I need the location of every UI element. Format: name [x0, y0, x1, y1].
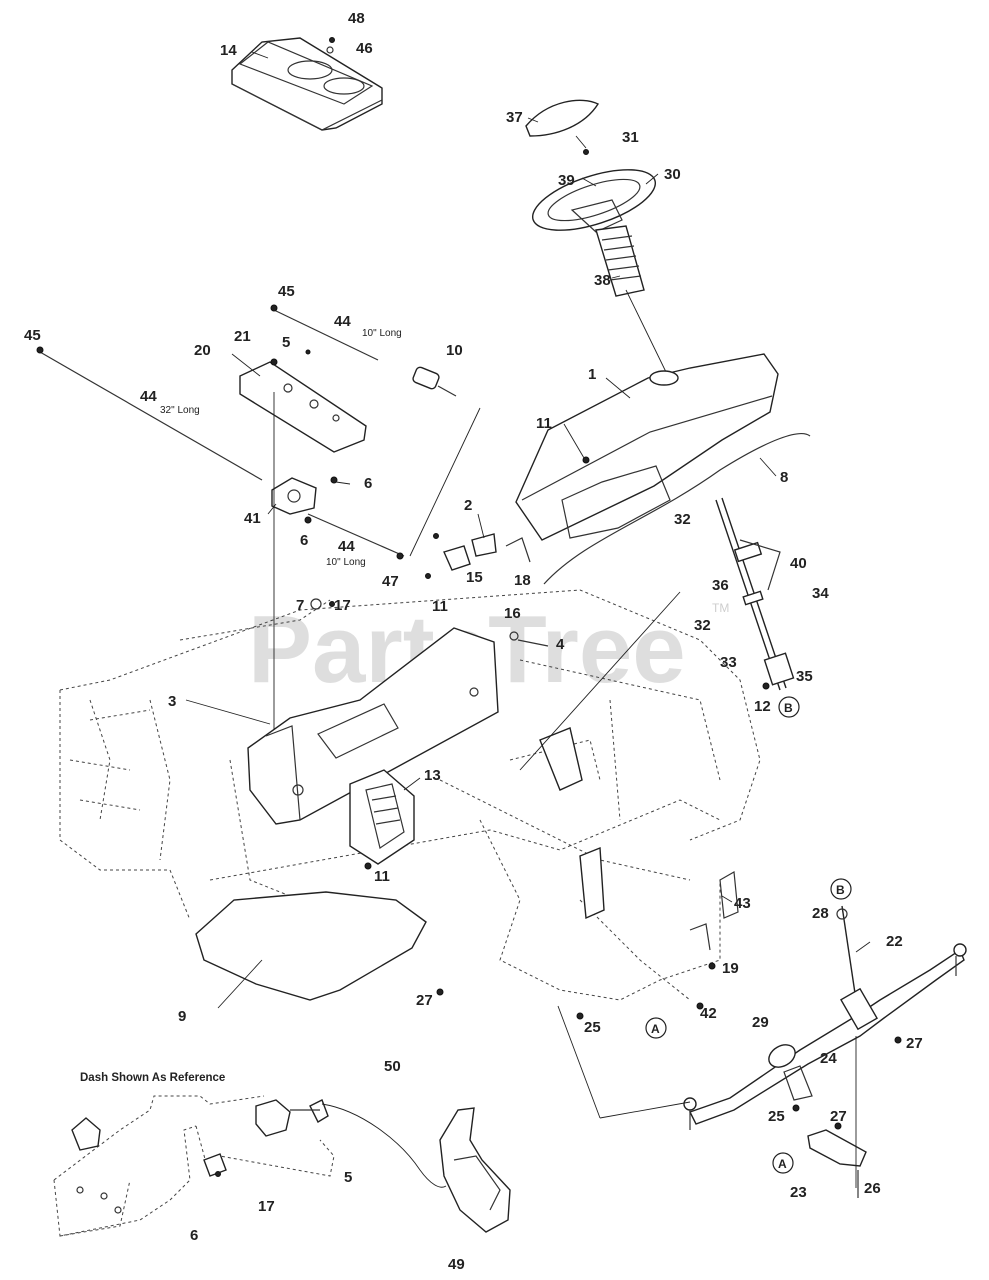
callout-39: 39 [558, 172, 575, 189]
callout-44-lower: 44 [338, 538, 355, 555]
callout-25-frame: 25 [584, 1019, 601, 1036]
ref-a-mount: A [778, 1157, 787, 1171]
callout-36: 36 [712, 577, 729, 594]
ref-b-rack: B [836, 883, 845, 897]
callout-27-mount: 27 [830, 1108, 847, 1125]
callout-24: 24 [820, 1050, 837, 1067]
callout-22: 22 [886, 933, 903, 950]
callout-12: 12 [754, 698, 771, 715]
callout-8: 8 [780, 469, 788, 486]
callout-17-inset: 17 [258, 1198, 275, 1215]
dash-panel [515, 353, 811, 585]
callout-2: 2 [464, 497, 472, 514]
callout-9: 9 [178, 1008, 186, 1025]
callout-11-dash: 11 [536, 415, 552, 432]
callout-11-bracket: 11 [432, 598, 448, 615]
inset-caption: Dash Shown As Reference [80, 1072, 225, 1084]
callout-37: 37 [506, 109, 523, 126]
callout-47: 47 [382, 573, 399, 590]
callout-1: 1 [588, 366, 596, 383]
bracket-parts [425, 533, 531, 579]
callout-25-rack: 25 [768, 1108, 785, 1125]
callout-30: 30 [664, 166, 681, 183]
callout-42: 42 [700, 1005, 717, 1022]
callout-6-upper: 6 [364, 475, 372, 492]
dash-cover [247, 627, 499, 825]
callout-40: 40 [790, 555, 807, 572]
callout-labels: 48 46 14 37 31 39 30 38 45 44 45 21 5 10… [24, 10, 923, 1273]
rods [36, 304, 405, 557]
callout-29: 29 [752, 1014, 769, 1031]
callout-43: 43 [734, 895, 751, 912]
callout-18: 18 [514, 572, 531, 589]
callout-32-upper: 32 [674, 511, 691, 528]
switch [271, 477, 317, 515]
callout-14: 14 [220, 42, 237, 59]
callout-46: 46 [356, 40, 373, 57]
callout-20: 20 [194, 342, 211, 359]
callout-49: 49 [448, 1256, 465, 1273]
callout-5-top: 5 [282, 334, 290, 351]
rod-length-note-upper: 10" Long [362, 328, 402, 339]
steering-wheel [531, 169, 657, 233]
ref-b-column: B [784, 701, 793, 715]
callout-16: 16 [504, 605, 521, 622]
callout-21: 21 [234, 328, 251, 345]
steering-column [715, 497, 795, 691]
callout-5-inset: 5 [344, 1169, 352, 1186]
callout-19: 19 [722, 960, 739, 977]
pedal-plate [349, 769, 415, 865]
rod-length-note-lower: 10" Long [326, 557, 366, 568]
callout-13: 13 [424, 767, 441, 784]
callout-15: 15 [466, 569, 483, 586]
callout-3: 3 [168, 693, 176, 710]
callout-17-frame: 17 [334, 597, 351, 614]
callout-6-inset: 6 [190, 1227, 198, 1244]
callout-50: 50 [384, 1058, 401, 1075]
steering-cap [525, 99, 600, 137]
callout-34: 34 [812, 585, 829, 602]
callout-35: 35 [796, 668, 813, 685]
callout-48: 48 [348, 10, 365, 27]
callout-28: 28 [812, 905, 829, 922]
cable-connector [412, 366, 457, 397]
callout-33: 33 [720, 654, 737, 671]
callout-44-long: 44 [140, 388, 157, 405]
watermark-trademark: TM [712, 601, 729, 615]
fasteners [215, 37, 902, 1177]
callout-7: 7 [296, 597, 304, 614]
callout-4: 4 [556, 636, 565, 653]
throttle-plate [239, 361, 367, 453]
callout-26: 26 [864, 1180, 881, 1197]
callout-45-top: 45 [278, 283, 295, 300]
steering-rack [683, 905, 967, 1130]
callout-32-lower: 32 [694, 617, 711, 634]
rod-length-note-long: 32" Long [160, 405, 200, 416]
callout-27-rack: 27 [906, 1035, 923, 1052]
callout-41: 41 [244, 510, 261, 527]
callout-6-lower: 6 [300, 532, 308, 549]
floor-mat [195, 891, 427, 1001]
ref-a-frame: A [651, 1022, 660, 1036]
rack-mount [783, 1036, 867, 1198]
callout-23: 23 [790, 1184, 807, 1201]
steering-boot [595, 225, 645, 297]
reference-markers [645, 696, 852, 1174]
cup-holder [231, 37, 383, 131]
callout-11-pedal: 11 [374, 868, 390, 885]
callout-44-top: 44 [334, 313, 351, 330]
callout-31: 31 [622, 129, 639, 146]
callout-10: 10 [446, 342, 463, 359]
callout-38: 38 [594, 272, 611, 289]
dash-reference-inset [53, 1095, 511, 1237]
callout-45-left: 45 [24, 327, 41, 344]
callout-27-frame: 27 [416, 992, 433, 1009]
steering-brackets [539, 727, 739, 951]
leader-lines [185, 51, 871, 1009]
